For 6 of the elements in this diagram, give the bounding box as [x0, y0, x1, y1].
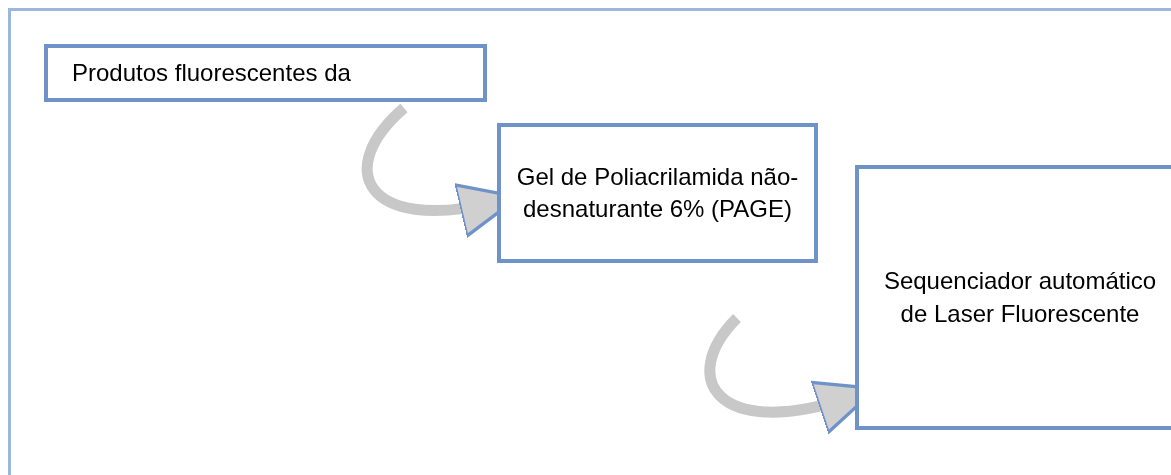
box-text: Gel de Poliacrilamida não-desnaturante 6% (PAGE): [515, 161, 800, 224]
box-text: Sequenciador automático de Laser Fluorescente: [882, 266, 1158, 329]
process-box: [855, 165, 1171, 430]
box-text: Produtos fluorescentes da: [72, 57, 351, 88]
process-box: [44, 44, 487, 102]
process-box: [497, 123, 818, 263]
